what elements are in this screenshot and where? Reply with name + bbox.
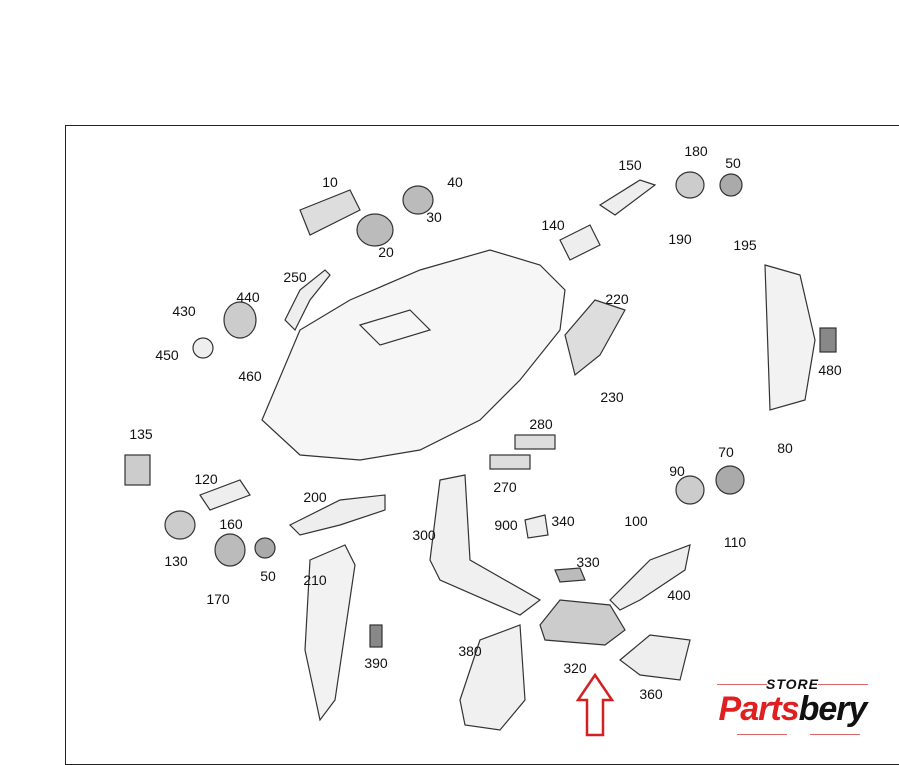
- part-label: 180: [684, 143, 708, 159]
- part-label: 430: [172, 303, 196, 319]
- part-label: 150: [618, 157, 642, 173]
- module-320: [539, 599, 626, 646]
- vent-160: [214, 533, 246, 567]
- part-label: 70: [718, 444, 734, 460]
- duct-140: [559, 224, 601, 261]
- vent-90: [675, 475, 705, 505]
- part-label: 390: [364, 655, 388, 671]
- duct-120: [199, 479, 251, 511]
- part-label: 20: [378, 244, 394, 260]
- duct-200: [288, 494, 386, 536]
- vent-130: [164, 510, 196, 540]
- part-390: [369, 624, 383, 648]
- part-label: 135: [129, 426, 153, 442]
- pillar-trim-right: [764, 264, 816, 411]
- part-label: 190: [668, 231, 692, 247]
- vent-20: [356, 213, 394, 247]
- part-label: 450: [155, 347, 179, 363]
- part-label: 210: [303, 572, 327, 588]
- logo-store-text: STORE: [766, 676, 819, 692]
- part-330: [554, 567, 586, 583]
- part-label: 120: [194, 471, 218, 487]
- part-280: [514, 434, 556, 450]
- part-900: [524, 514, 549, 539]
- part-label: 50: [260, 568, 276, 584]
- duct-220: [564, 299, 626, 377]
- part-270: [489, 454, 531, 470]
- part-label: 380: [458, 643, 482, 659]
- part-label: 330: [576, 554, 600, 570]
- vent-30: [402, 185, 434, 215]
- part-label-highlighted: 320: [563, 660, 587, 676]
- part-label: 400: [667, 587, 691, 603]
- part-label: 340: [551, 513, 575, 529]
- duct-400: [609, 544, 691, 611]
- vent-10: [299, 189, 361, 236]
- part-label: 270: [493, 479, 517, 495]
- part-label: 160: [219, 516, 243, 532]
- part-label: 220: [605, 291, 629, 307]
- part-label: 100: [624, 513, 648, 529]
- duct-150: [598, 179, 657, 216]
- part-label: 10: [322, 174, 338, 190]
- part-label: 40: [447, 174, 463, 190]
- vent-70: [715, 465, 745, 495]
- vent-180: [675, 171, 705, 199]
- part-label: 250: [283, 269, 307, 285]
- partsbery-logo: STORE Partsbery: [695, 662, 890, 750]
- part-label: 30: [426, 209, 442, 225]
- part-label: 110: [723, 534, 747, 550]
- pillar-trim-left: [304, 544, 356, 722]
- dashboard-body: [261, 249, 566, 461]
- highlight-arrow-icon: [575, 672, 615, 737]
- part-label: 50: [725, 155, 741, 171]
- part-label: 900: [494, 517, 518, 533]
- part-label: 90: [669, 463, 685, 479]
- part-label: 300: [412, 527, 436, 543]
- logo-brand-text: Partsbery: [718, 690, 868, 728]
- vent-440: [223, 301, 257, 339]
- part-label: 360: [639, 686, 663, 702]
- part-label: 195: [733, 237, 757, 253]
- cap-450: [192, 337, 214, 359]
- duct-380: [459, 624, 526, 731]
- vent-50a: [719, 173, 743, 197]
- part-360: [619, 634, 691, 681]
- part-135: [124, 454, 151, 486]
- part-label: 440: [236, 289, 260, 305]
- part-label: 170: [206, 591, 230, 607]
- duct-300: [429, 474, 542, 616]
- part-480: [819, 327, 837, 353]
- duct-250: [284, 269, 331, 332]
- part-label: 140: [541, 217, 565, 233]
- part-label: 480: [818, 362, 842, 378]
- vent-50b: [254, 537, 276, 559]
- part-label: 200: [303, 489, 327, 505]
- part-label: 80: [777, 440, 793, 456]
- dashboard-panel: [358, 309, 432, 346]
- part-label: 460: [238, 368, 262, 384]
- part-label: 130: [164, 553, 188, 569]
- part-label: 280: [529, 416, 553, 432]
- part-label: 230: [600, 389, 624, 405]
